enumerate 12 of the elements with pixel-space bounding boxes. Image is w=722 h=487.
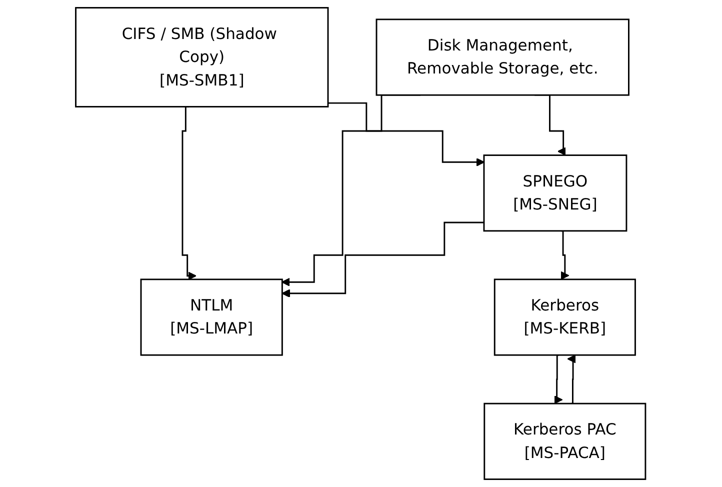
- arrow: [554, 354, 564, 404]
- arrow: [561, 230, 570, 280]
- arrow: [282, 222, 484, 298]
- arrow: [182, 106, 197, 280]
- arrow: [568, 354, 576, 404]
- node-box: CIFS / SMB (Shadow Copy) [MS-SMB1]: [75, 7, 330, 108]
- node-box: Kerberos [MS-KERB]: [494, 278, 636, 356]
- node-box: Disk Management, Removable Storage, etc.: [376, 18, 630, 96]
- arrow: [328, 102, 486, 166]
- node-box: Kerberos PAC [MS-PACA]: [484, 402, 647, 480]
- node-box: SPNEGO [MS-SNEG]: [484, 154, 628, 232]
- node-box: NTLM [MS-LMAP]: [140, 278, 284, 356]
